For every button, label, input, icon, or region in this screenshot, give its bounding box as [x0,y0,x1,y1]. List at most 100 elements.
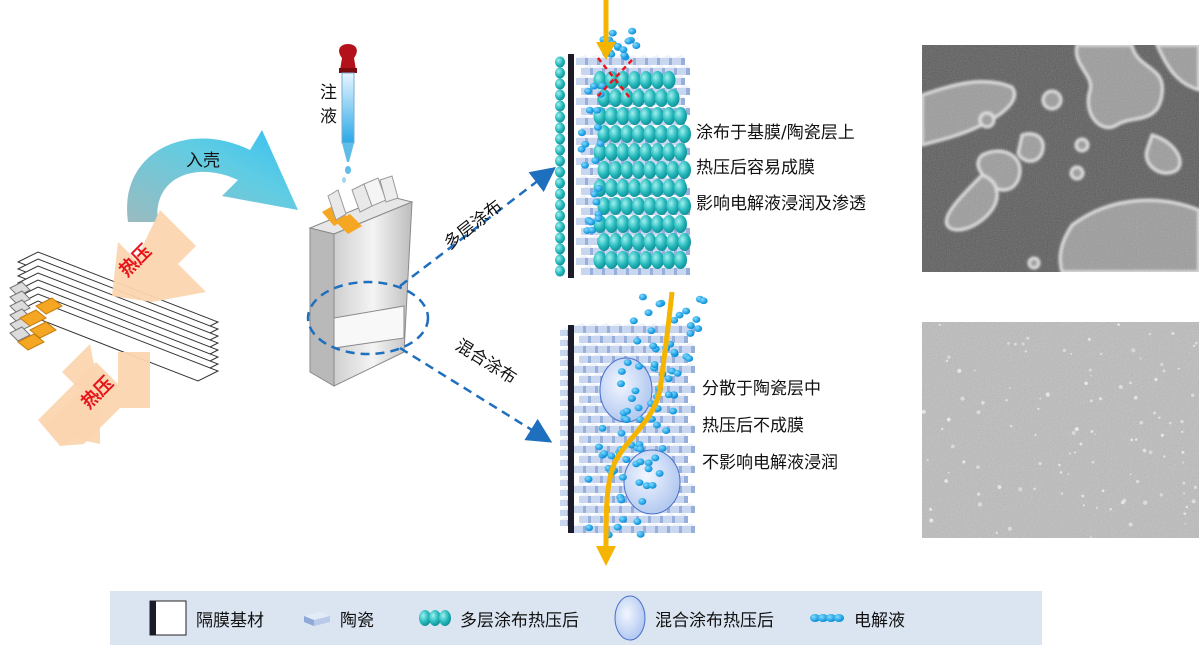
ceramic-cube [591,416,600,423]
sem-particle [1037,407,1040,410]
ceramic-cube [574,386,583,393]
ceramic-cube [598,466,607,473]
ceramic-cube [615,336,624,343]
electrolyte-drop [686,330,695,337]
mixed-desc-1: 分散于陶瓷层中 [702,379,821,399]
mixed-structure [560,291,708,566]
multilayer-substrate [568,54,574,278]
ceramic-cube [579,416,588,423]
teal-particle [555,122,565,134]
insert-case-arrow [127,130,298,222]
teal-particle [678,197,691,215]
sem-image-multilayer [922,45,1199,272]
arrow-to-multilayer [399,166,556,287]
teal-particle [632,233,645,251]
ceramic-cube [646,446,655,453]
sem-particle [1180,420,1184,424]
sem-particle [1129,473,1132,476]
ceramic-cube [691,426,695,433]
ceramic-cube [663,436,672,443]
sem-particle [1024,350,1027,353]
ceramic-cube [574,506,583,513]
legend-item-electrolyte: 电解液 [810,606,905,631]
ceramic-cube [675,336,684,343]
ceramic-cube [663,416,672,423]
legend-item-ceramic: 陶瓷 [302,606,374,631]
ceramic-cube [639,336,648,343]
sem-particle [1169,421,1172,425]
sem-particle [1060,492,1064,496]
ceramic-cube [622,326,631,333]
multilayer-desc-2: 热压后容易成膜 [696,158,815,178]
ceramic-cube [675,496,684,503]
ceramic-cube [576,238,585,245]
ceramic-cube [560,350,567,356]
teal-particle [555,254,565,266]
electrolyte-drop [682,307,691,315]
ceramic-cube [684,336,688,343]
sem-particle [973,369,976,372]
ceramic-cube [574,326,583,333]
ceramic-cube [627,336,636,343]
teal-particle [555,89,565,101]
ceramic-cube [684,496,688,503]
ceramic-cube [658,406,667,413]
sem-particle [1013,342,1017,346]
ceramic-cube [641,268,650,275]
ceramic-cube [681,98,685,105]
sem-particle [1160,362,1164,366]
ceramic-cube [610,506,619,513]
ceramic-cube [574,466,583,473]
teal-particle [616,179,630,197]
ceramic-cube [560,330,567,336]
electrolyte-drop [617,368,626,375]
stack-tab [9,290,31,306]
sem-particle [1033,487,1036,491]
teal-particle [674,251,687,269]
ceramic-cube [579,516,588,523]
teal-particle [655,161,668,179]
ceramic-cube [684,376,688,383]
sem-particle [1159,493,1163,497]
teal-particle [666,161,680,179]
teal-particle [555,111,565,123]
sem-particle [1109,507,1113,511]
sem-particle [945,359,949,363]
electrolyte-drop [628,27,637,35]
teal-particle [555,67,565,79]
ceramic-cube [586,426,595,433]
ceramic-cube [586,386,595,393]
teal-particle [639,251,653,269]
ceramic-cube [622,526,631,533]
ceramic-cube [603,336,612,343]
electrolyte-drop [587,218,596,226]
electrolyte-drop [652,421,661,429]
sem-particle [940,427,944,431]
teal-particle [662,179,676,197]
teal-particle [643,233,657,251]
ceramic-cube [593,168,602,175]
sem-particle [995,531,999,535]
teal-particle [620,161,634,179]
teal-particle [605,107,618,125]
ceramic-cube [560,470,567,476]
ceramic-cube [682,386,691,393]
teal-particle [651,107,664,125]
ceramic-cube [560,430,567,436]
ceramic-cube [634,346,643,353]
teal-particle [666,197,680,215]
ceramic-cube [686,68,690,75]
teal-particle [616,107,630,125]
sem-particle [1084,381,1088,386]
sem-particle [1183,512,1187,516]
stack-tab-orange [29,321,57,339]
ceramic-cube [586,506,595,513]
ceramic-cube [560,460,567,466]
ceramic-cube [624,178,633,185]
sem-particle [947,471,950,474]
ceramic-cube [560,500,567,506]
ceramic-cube [658,526,667,533]
battery-case [308,175,414,387]
ceramic-cube [684,396,688,403]
ceramic-cube [579,336,588,343]
